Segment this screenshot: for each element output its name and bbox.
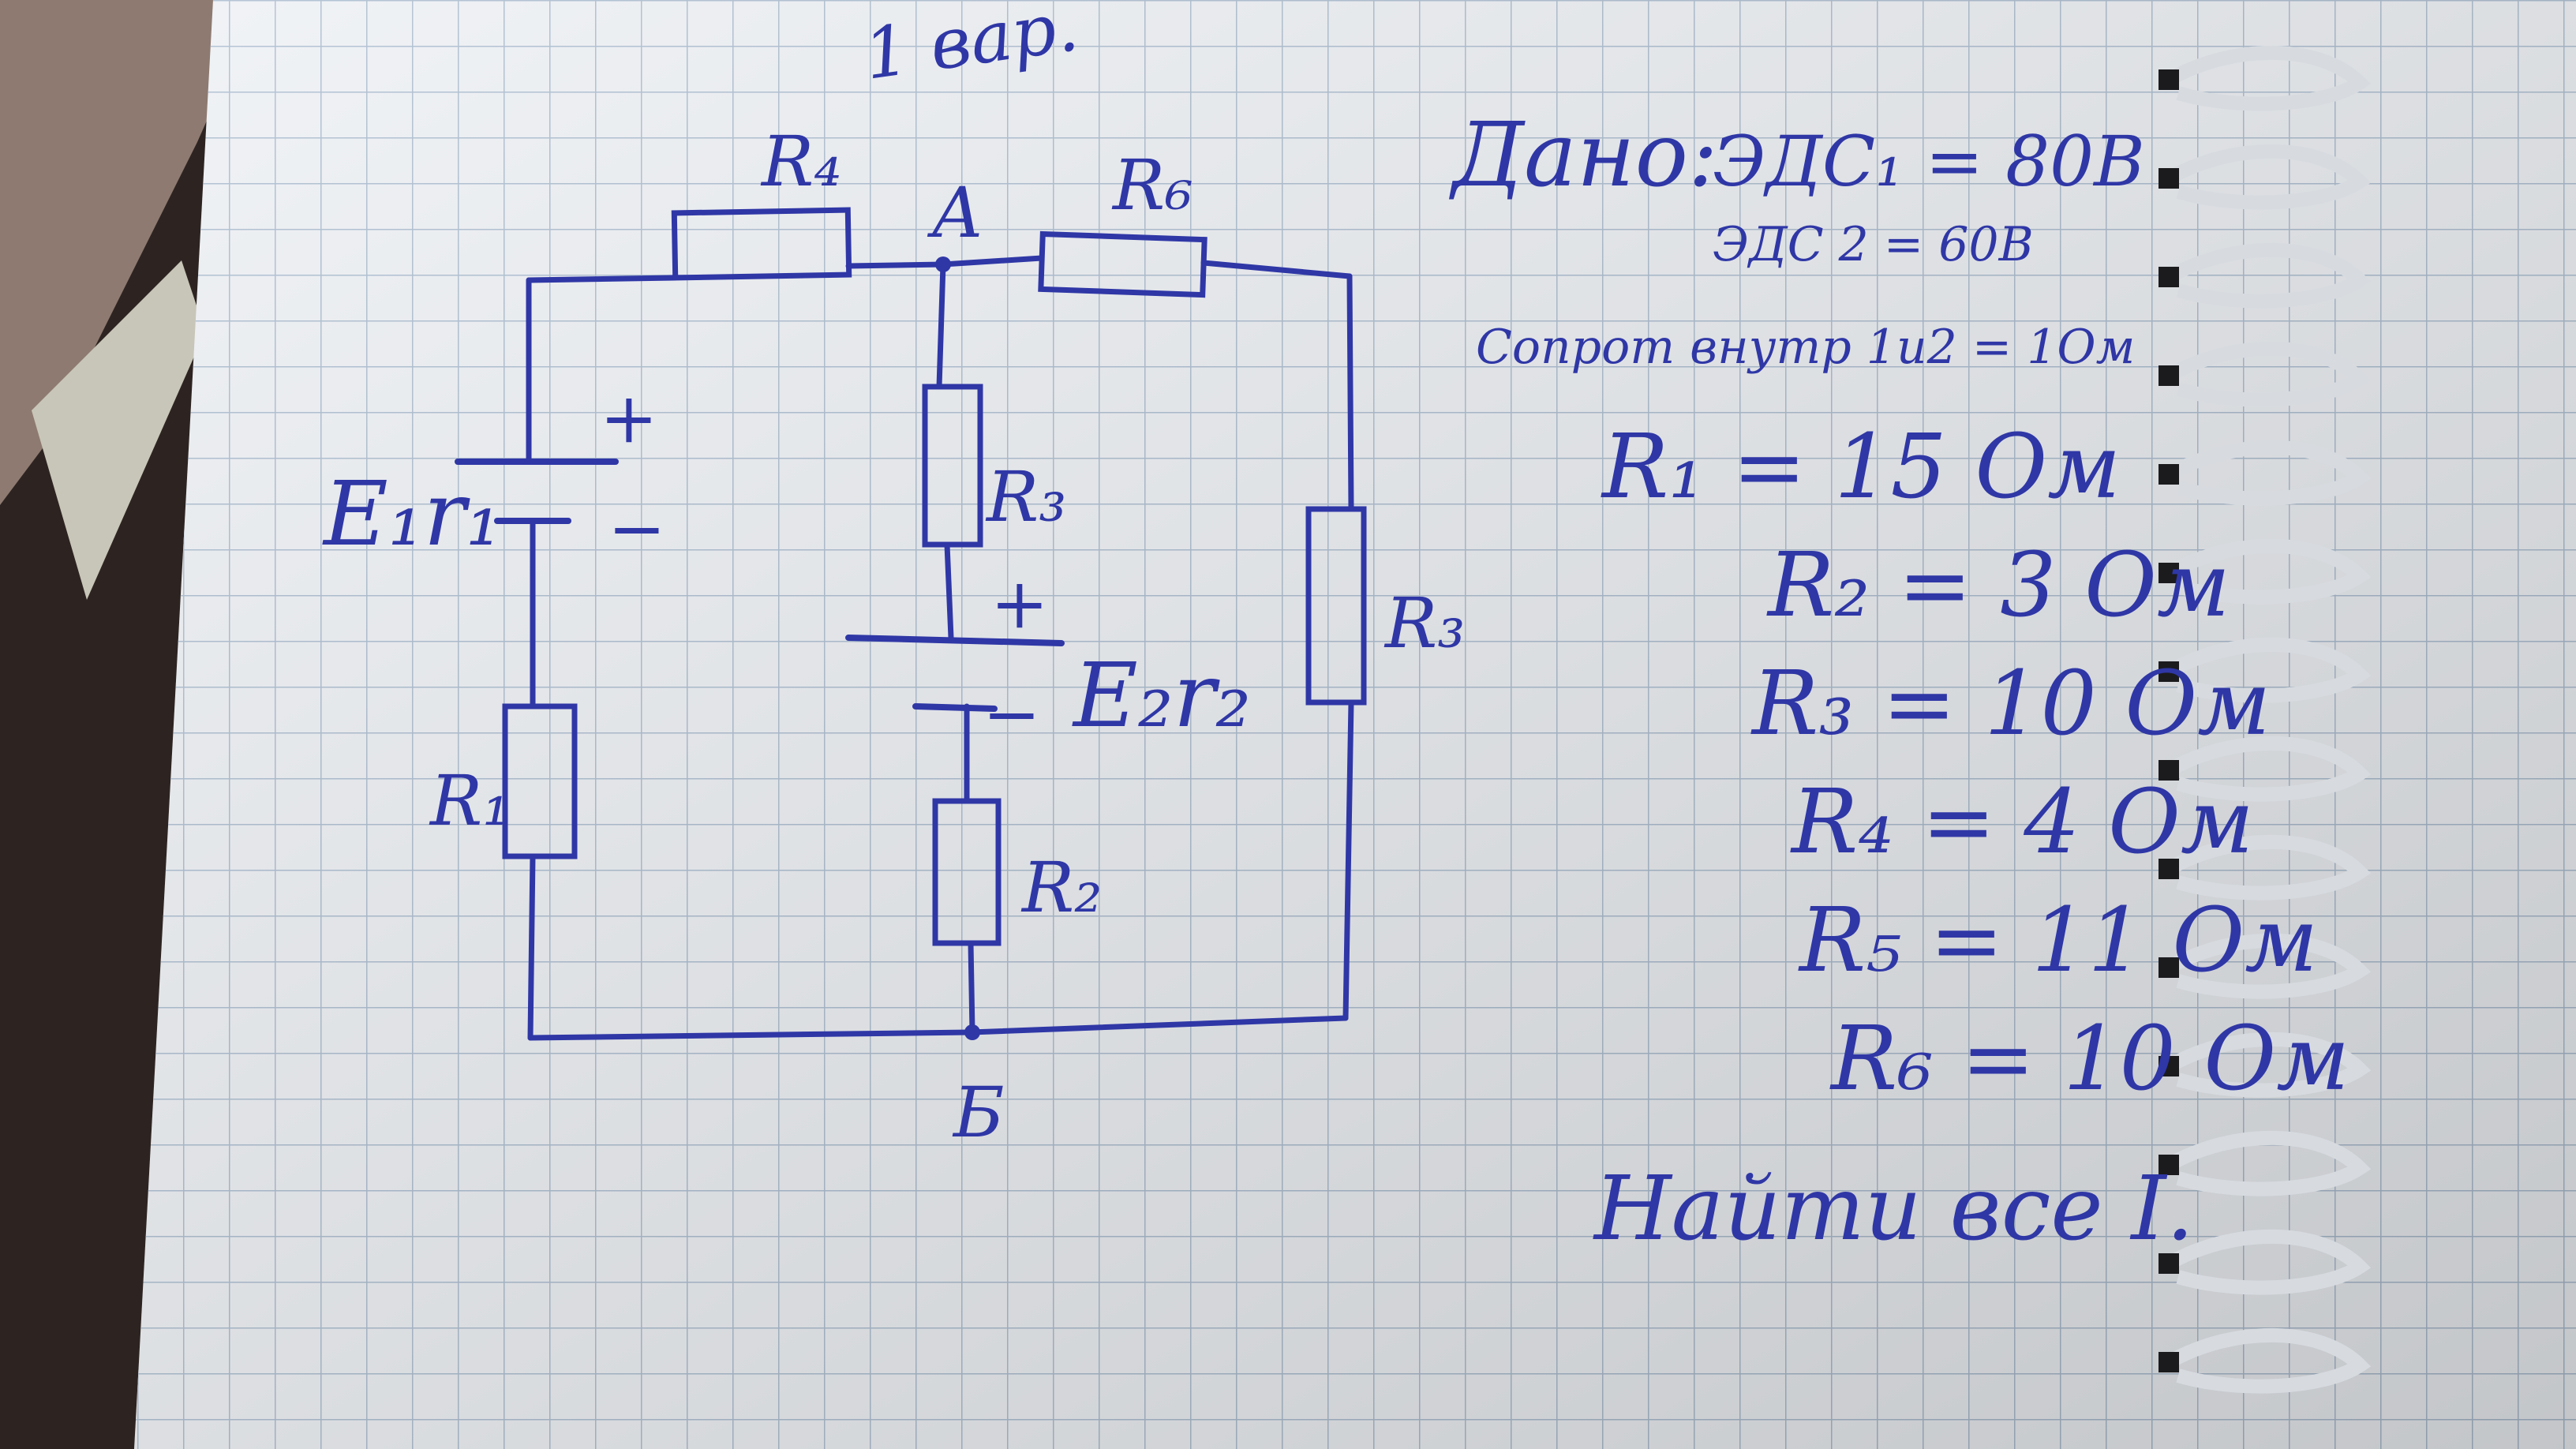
- given-line-emf2: ЭДС 2 = 60В: [1713, 217, 2034, 272]
- spiral-ring: [2166, 933, 2372, 999]
- spiral-ring: [2166, 736, 2372, 802]
- wire-right-upper: [1346, 273, 1354, 512]
- punch-hole: [2159, 365, 2179, 386]
- resistor-r4: [671, 207, 852, 281]
- spiral-ring: [2166, 1130, 2372, 1196]
- spiral-ring: [2166, 538, 2372, 605]
- given-line-r3: R₃ = 10 Ом: [1750, 653, 2271, 755]
- task-text: Найти все I.: [1593, 1158, 2194, 1260]
- wire-mid-top: [936, 261, 946, 390]
- notebook-page: [134, 0, 2576, 1449]
- given-line-internal: Сопрот внутр 1и2 = 1Ом: [1476, 320, 2135, 375]
- given-line-emf1: ЭДС₁ = 80В: [1713, 121, 2145, 202]
- r3-right-label: R₃: [1383, 582, 1466, 664]
- wire-top-right: [1200, 260, 1353, 279]
- wire-mid-bottom: [968, 940, 975, 1035]
- wire-right-lower: [1342, 699, 1354, 1021]
- spiral-ring: [2166, 341, 2372, 407]
- given-title: Дано:: [1448, 104, 1718, 207]
- spiral-ring: [2166, 637, 2372, 703]
- spiral-ring: [2166, 834, 2372, 900]
- punch-hole: [2159, 563, 2179, 583]
- emf2-label: Е₂r₂: [1072, 645, 1251, 747]
- r6-label: R₆: [1111, 144, 1193, 226]
- emf1-plus: +: [600, 377, 658, 459]
- resistor-r2: [932, 798, 1002, 946]
- spiral-binding: [2159, 45, 2372, 1394]
- resistor-r3-middle: [922, 384, 983, 548]
- node-a-label: А: [927, 172, 984, 253]
- spiral-ring: [2166, 242, 2372, 309]
- emf2-long-plate: [845, 635, 1065, 646]
- wire-left-lower: [527, 853, 536, 1041]
- r1-label: R₁: [429, 760, 511, 841]
- r2-label: R₂: [1020, 847, 1103, 928]
- r3-middle-label: R₃: [985, 456, 1067, 537]
- emf1-minus: −: [608, 488, 666, 569]
- emf1-label: Е₁r₁: [322, 463, 501, 566]
- punch-hole: [2159, 760, 2179, 781]
- emf2-plus: +: [990, 563, 1049, 644]
- given-line-r5: R₅ = 11 Ом: [1798, 889, 2318, 992]
- given-line-r1: R₁ = 15 Ом: [1601, 416, 2121, 519]
- node-b-dot: [964, 1024, 980, 1040]
- punch-hole: [2159, 957, 2179, 978]
- node-a-dot: [935, 256, 951, 272]
- given-line-r6: R₆ = 10 Ом: [1829, 1008, 2349, 1110]
- punch-hole: [2159, 464, 2179, 485]
- given-line-r4: R₄ = 4 Ом: [1790, 771, 2254, 874]
- wire-top-left: [526, 275, 678, 283]
- punch-hole: [2159, 168, 2179, 189]
- spiral-ring: [2166, 1032, 2372, 1098]
- emf2-minus: −: [983, 673, 1041, 754]
- given-line-r2: R₂ = 3 Ом: [1766, 534, 2230, 637]
- resistor-r3-right: [1305, 506, 1367, 706]
- punch-hole: [2159, 1056, 2179, 1076]
- punch-hole: [2159, 859, 2179, 879]
- spiral-ring: [2166, 45, 2372, 111]
- punch-hole: [2159, 1352, 2179, 1372]
- resistor-r1: [502, 703, 578, 859]
- given-block: Дано: ЭДС₁ = 80В ЭДС 2 = 60В Сопрот внут…: [1448, 104, 2349, 1260]
- wire-mid-r3-emf2: [944, 541, 954, 641]
- spiral-ring: [2166, 440, 2372, 506]
- spiral-ring: [2166, 1229, 2372, 1295]
- r4-label: R₄: [760, 121, 842, 202]
- emf2-short-plate: [912, 703, 998, 712]
- punch-hole: [2159, 267, 2179, 287]
- node-b-label: Б: [952, 1072, 1005, 1153]
- circuit-diagram: [526, 255, 1354, 1041]
- spiral-ring: [2166, 1327, 2372, 1394]
- punch-hole: [2159, 661, 2179, 682]
- punch-hole: [2159, 69, 2179, 90]
- punch-hole: [2159, 1155, 2179, 1175]
- spiral-ring: [2166, 144, 2372, 210]
- resistor-r6: [1038, 230, 1208, 298]
- punch-hole: [2159, 1253, 2179, 1274]
